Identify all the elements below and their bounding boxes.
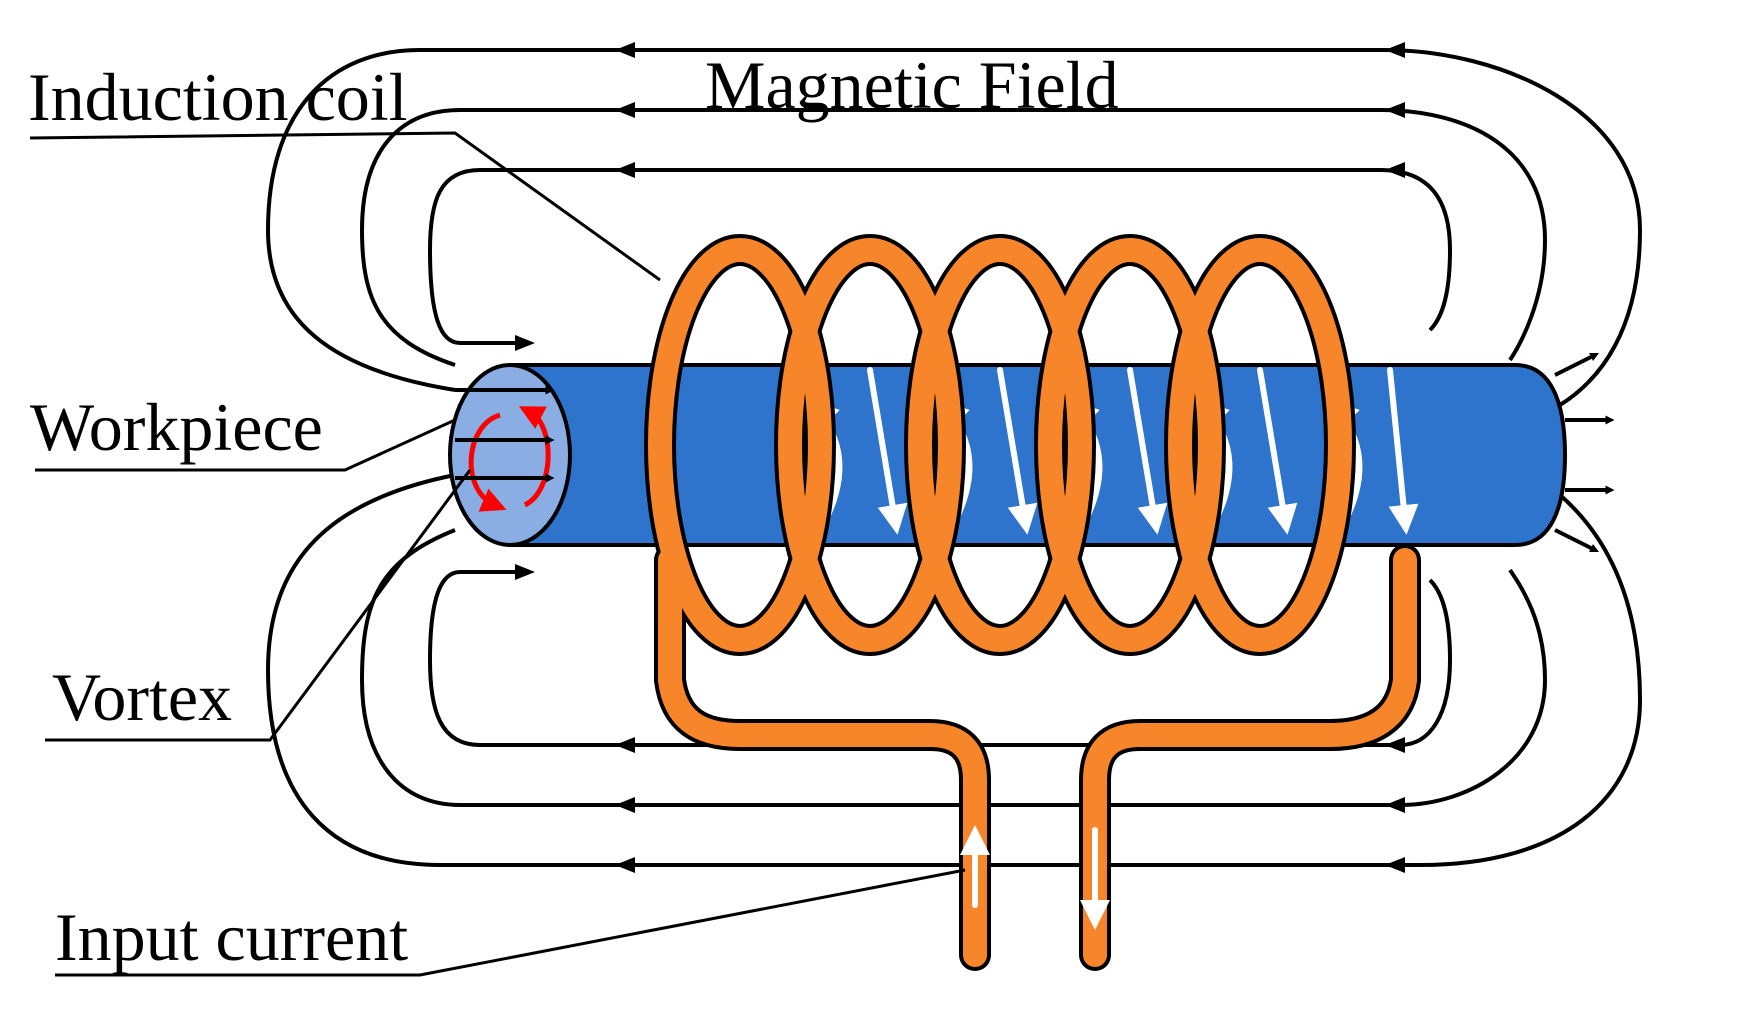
field-line-top-middle — [359, 108, 1548, 367]
coil-turn-fill — [1038, 238, 1222, 652]
field-exit-arrows — [1554, 352, 1615, 553]
label-workpiece: Workpiece — [30, 389, 323, 465]
label-induction-coil: Induction coil — [28, 59, 408, 135]
field-arrow — [1385, 42, 1405, 58]
field-arrow — [615, 162, 635, 178]
field-exit-line — [1554, 352, 1600, 377]
coil-current-arrow — [1257, 367, 1298, 535]
coil-turn-fill — [648, 238, 832, 652]
coil-lead-right — [1079, 544, 1421, 971]
field-arrow — [1385, 102, 1405, 118]
field-into-workpiece — [455, 385, 555, 483]
field-line-bottom-outer — [265, 473, 1643, 867]
field-arrow — [615, 797, 635, 813]
input-current-leader — [55, 868, 966, 977]
vortex-arc-right — [518, 406, 551, 508]
coil-current-arrow — [1387, 367, 1419, 535]
coil-current-arrow — [867, 367, 908, 535]
coil-current-arrow — [997, 367, 1038, 535]
induction-coil — [644, 234, 1421, 971]
label-vortex: Vortex — [52, 659, 232, 735]
field-arrow — [1385, 857, 1405, 873]
field-arrows — [515, 42, 1405, 873]
field-arrow — [1385, 162, 1405, 178]
magnetic-field-lines — [265, 48, 1643, 867]
vortex-leader — [45, 469, 472, 742]
coil-lead-right-fill — [1083, 548, 1417, 967]
label-input-current: Input current — [55, 899, 408, 975]
field-arrow — [515, 564, 535, 580]
field-arrow — [615, 857, 635, 873]
coil-turn-fill — [778, 238, 962, 652]
vortex-arc-left — [468, 412, 507, 512]
field-arrow — [515, 335, 535, 351]
field-line-bottom-middle — [359, 528, 1548, 807]
labels: Induction coil Magnetic Field Workpiece … — [28, 47, 1119, 975]
coil-lead-left-fill — [658, 548, 987, 967]
field-line-bottom-inner — [427, 570, 1453, 747]
label-magnetic-field: Magnetic Field — [705, 47, 1119, 123]
coil-turn-fill — [1168, 238, 1352, 652]
coil-current-arrow — [1127, 367, 1168, 535]
field-exit-line — [1554, 528, 1600, 553]
field-line-top-inner — [427, 168, 1453, 345]
induction-coil-leader — [29, 131, 661, 282]
field-arrow — [615, 42, 635, 58]
field-arrow — [615, 737, 635, 753]
field-arrow — [1385, 737, 1405, 753]
field-arrow — [1385, 797, 1405, 813]
workpiece-leader — [35, 418, 456, 472]
vortex-current — [468, 406, 551, 512]
coil-turn-fill — [908, 238, 1092, 652]
field-line-top-outer — [265, 48, 1643, 407]
leader-lines — [29, 131, 966, 977]
field-arrow — [615, 102, 635, 118]
